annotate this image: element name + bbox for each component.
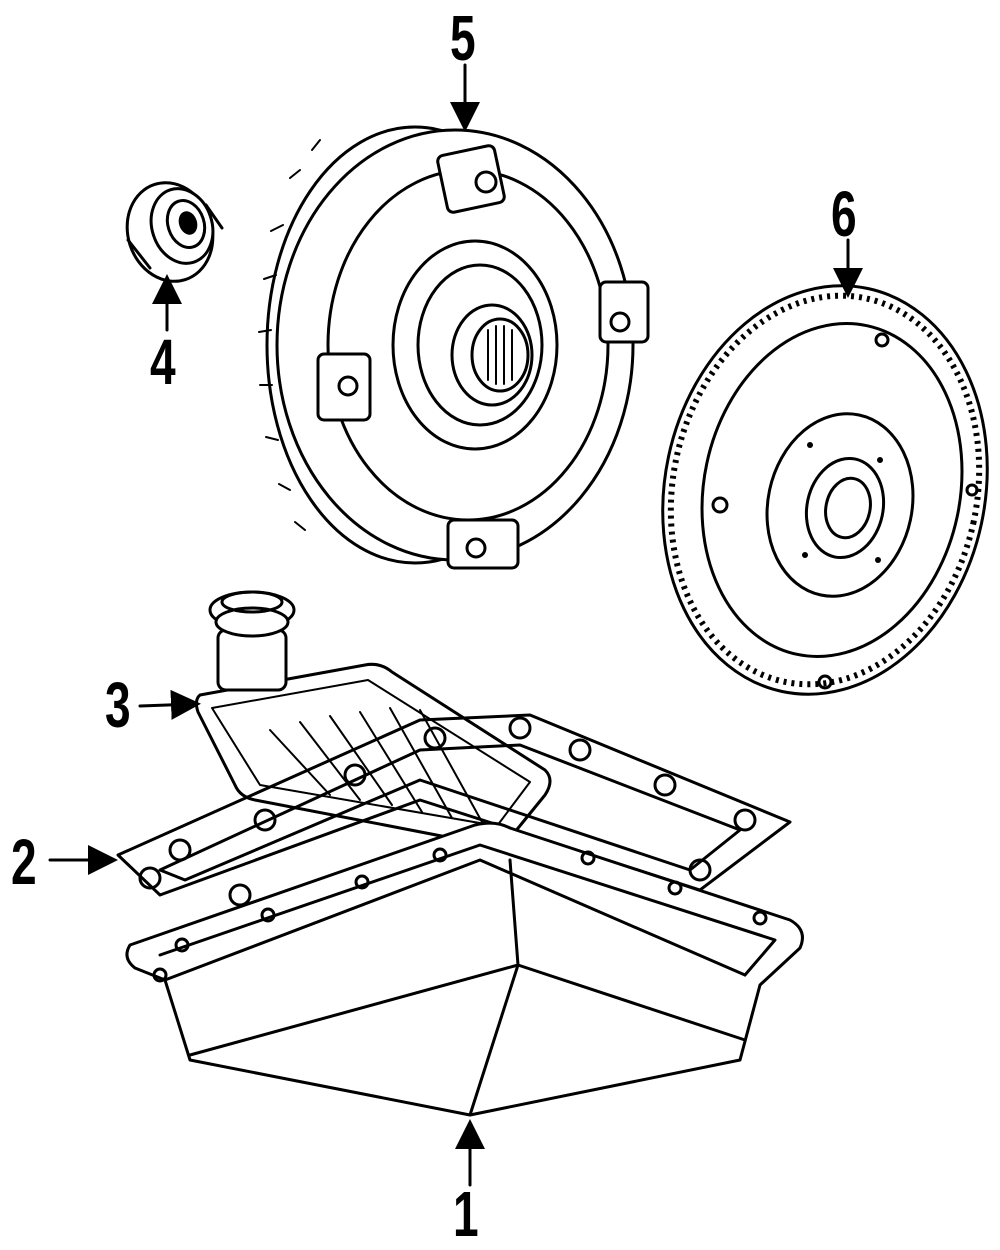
callout-1: 1: [452, 1178, 479, 1250]
part-3-filter: [194, 590, 552, 848]
callout-3: 3: [104, 669, 131, 741]
callout-4: 4: [149, 326, 176, 398]
leader-arrows: [48, 63, 863, 1187]
arrow-3: [138, 689, 201, 720]
part-1-oil-pan: [125, 821, 804, 1117]
part-2-gasket: [116, 713, 792, 907]
callout-2: 2: [10, 826, 37, 898]
part-6-flywheel: [661, 284, 989, 696]
part-5-torque-converter: [258, 125, 650, 570]
callout-6: 6: [830, 178, 857, 250]
callout-5: 5: [449, 2, 476, 74]
part-4-seal: [125, 181, 224, 283]
